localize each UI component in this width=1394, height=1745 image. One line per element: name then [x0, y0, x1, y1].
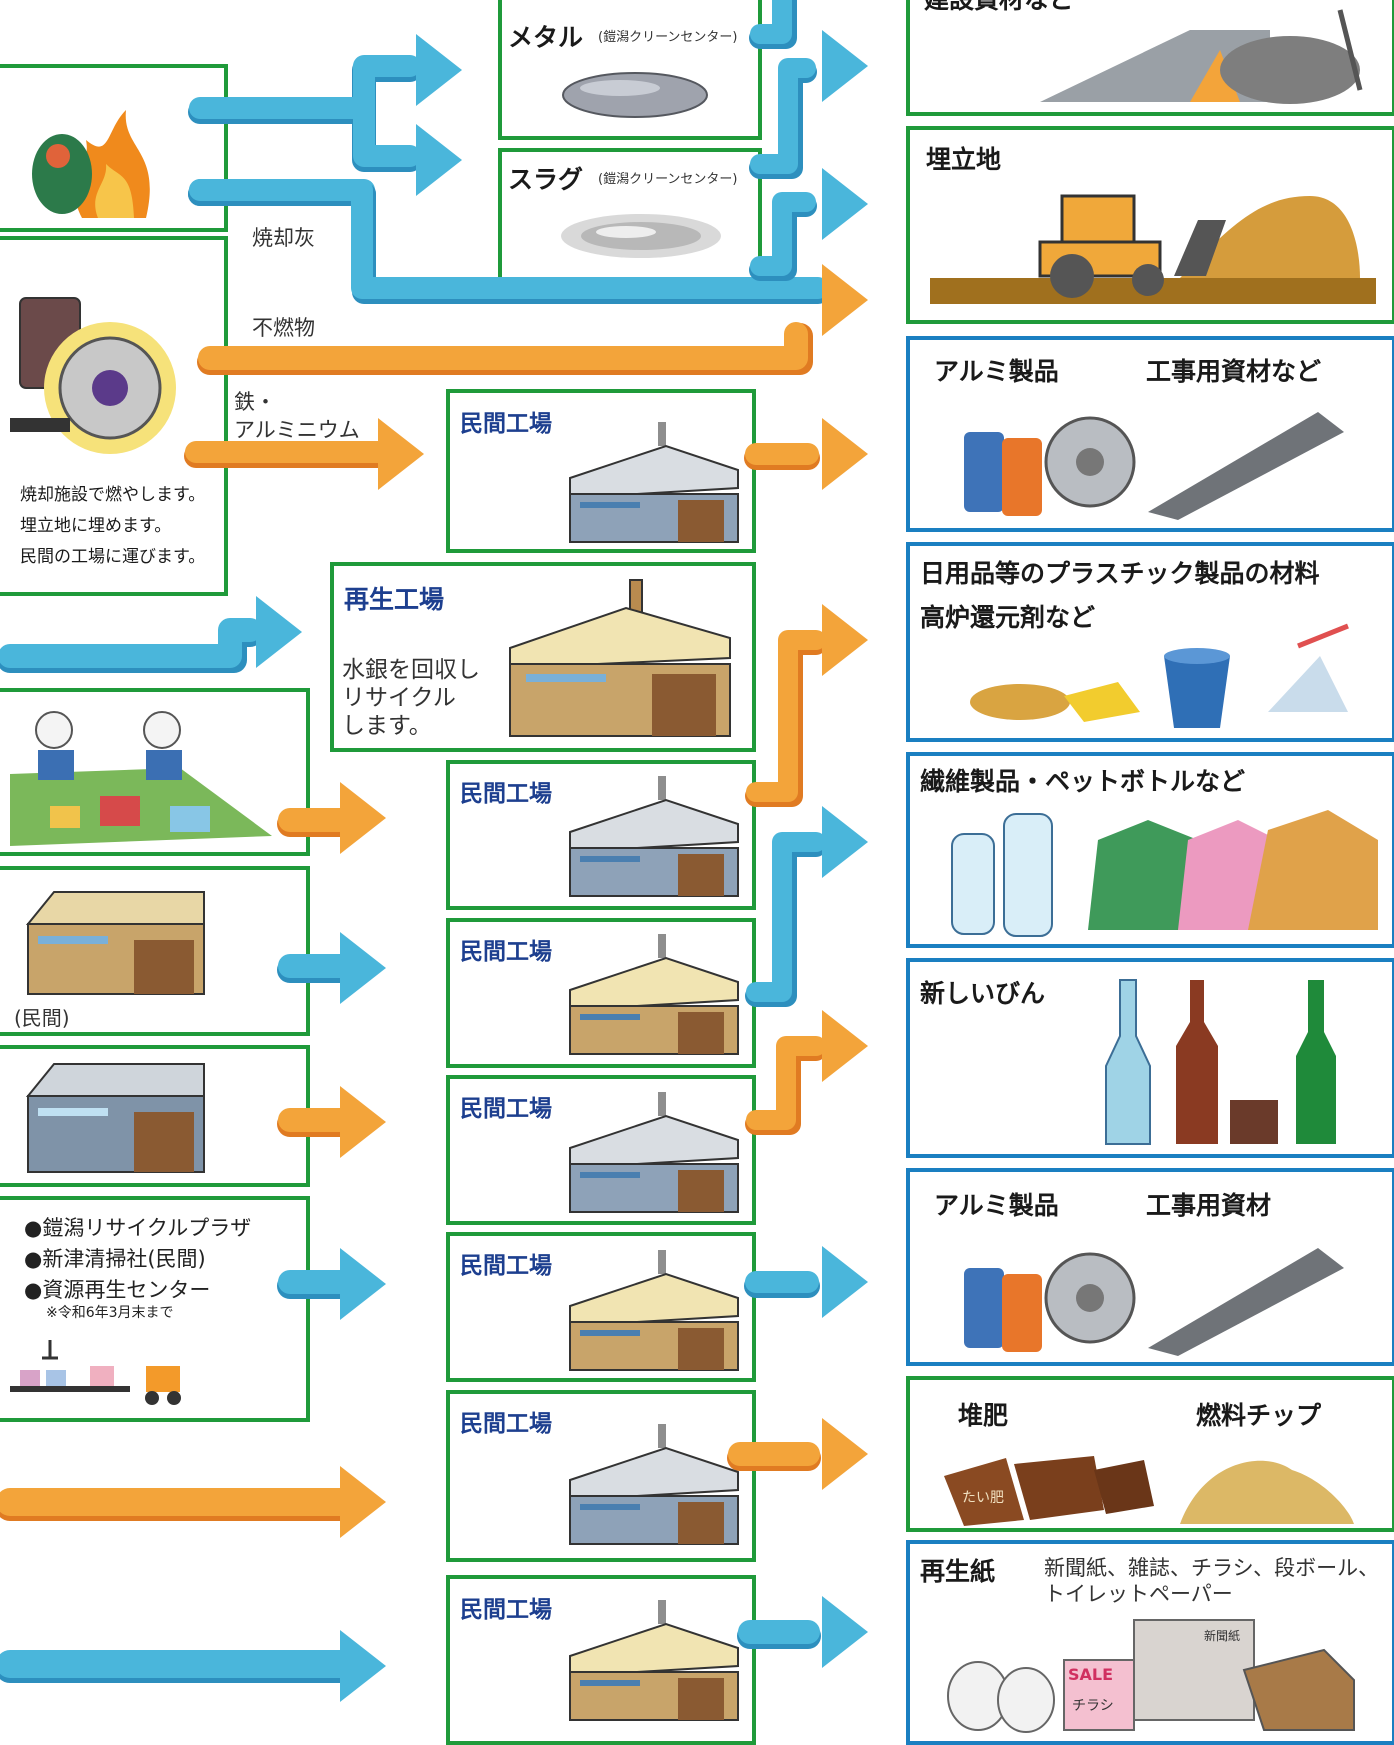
facility-1: ●鎧潟リサイクルプラザ — [24, 1216, 252, 1240]
factory-illustration-4 — [569, 1092, 739, 1213]
recycle-plant-desc-3: します。 — [342, 713, 432, 739]
slag-title: スラグ — [508, 165, 584, 194]
road-construction-illustration — [1040, 9, 1363, 104]
chip-title: 燃料チップ — [1196, 1401, 1322, 1430]
fiber-title: 繊維製品・ペットボトルなど — [920, 767, 1246, 796]
recycle-plant-illustration — [509, 579, 731, 737]
label-nonburnables: 不燃物 — [252, 316, 315, 340]
factory-illustration-7 — [569, 1600, 739, 1721]
compost-title: 堆肥 — [958, 1401, 1009, 1430]
label-iron: 鉄・ — [234, 390, 276, 414]
factory-title-1: 民間工場 — [460, 411, 552, 437]
factory-title-3: 民間工場 — [460, 939, 552, 965]
aluminum-products-illustration-2 — [964, 1248, 1344, 1356]
factory-title-7: 民間工場 — [460, 1597, 552, 1623]
bottles-illustration — [1105, 979, 1336, 1145]
factory-illustration-3 — [569, 934, 739, 1055]
metal-ingot-illustration — [562, 72, 708, 118]
factory-illustration-5 — [569, 1250, 739, 1371]
facility-list: ●鎧潟リサイクルプラザ ●新津清掃社(民間) ●資源再生センター ※令和6年3月… — [24, 1212, 251, 1322]
recycled-paper-illustration: SALE チラシ 新聞紙 — [947, 1619, 1355, 1733]
newspaper-text-label: 新聞紙 — [1204, 1628, 1240, 1643]
landfill-title: 埋立地 — [926, 145, 1002, 174]
facility-3: ●資源再生センター — [24, 1278, 211, 1302]
note-1: 焼却施設で燃やします。 — [20, 485, 206, 505]
paper-sub-1: 新聞紙、雑誌、チラシ、段ボール、 — [1044, 1556, 1380, 1580]
flyer-text-label: チラシ — [1072, 1698, 1114, 1714]
facility-2: ●新津清掃社(民間) — [24, 1247, 206, 1271]
fiber-products-illustration — [951, 810, 1378, 937]
metal-title: メタル — [508, 23, 584, 52]
sorting-workers-illustration — [10, 711, 272, 846]
private-label: (民間) — [14, 1006, 70, 1030]
bulldozer-illustration — [930, 194, 1376, 304]
plastic-title-2: 高炉還元剤など — [920, 603, 1096, 632]
factory-illustration-1 — [569, 422, 739, 543]
plastic-title-1: 日用品等のプラスチック製品の材料 — [920, 559, 1320, 588]
slag-subtitle: (鎧潟クリーンセンター) — [598, 172, 738, 187]
recycle-plant-desc-2: リサイクル — [342, 685, 456, 711]
facility-note: ※令和6年3月末まで — [46, 1305, 174, 1321]
flyer-sale-label: SALE — [1068, 1665, 1113, 1684]
aluminum-1-title-a: アルミ製品 — [934, 357, 1059, 386]
slag-illustration — [561, 214, 721, 258]
recycle-plant-desc-1: 水銀を回収し — [342, 657, 480, 683]
plastic-products-illustration — [970, 623, 1349, 728]
flow-incinerator — [188, 58, 422, 206]
blue-plant-illustration — [25, 1063, 205, 1173]
factory-title-6: 民間工場 — [460, 1411, 552, 1437]
compost-bag-label: たい肥 — [962, 1490, 1004, 1506]
aluminum-products-illustration-1 — [964, 412, 1344, 520]
metal-subtitle: (鎧潟クリーンセンター) — [598, 30, 738, 45]
conveyor-forklift-illustration — [10, 1340, 181, 1405]
factory-title-4: 民間工場 — [460, 1096, 552, 1122]
note-2: 埋立地に埋めます。 — [20, 516, 172, 536]
bottle-title: 新しいびん — [920, 979, 1046, 1008]
aluminum-2-title-b: 工事用資材 — [1146, 1191, 1272, 1220]
incinerator-illustration — [32, 110, 150, 218]
aluminum-2-title-a: アルミ製品 — [934, 1191, 1059, 1220]
note-3: 民間の工場に運びます。 — [20, 547, 206, 567]
factory-illustration-6 — [569, 1424, 739, 1545]
factory-title-5: 民間工場 — [460, 1253, 552, 1279]
recycle-plant-title: 再生工場 — [344, 585, 445, 614]
paper-title: 再生紙 — [920, 1557, 996, 1586]
label-ash: 焼却灰 — [252, 226, 315, 250]
aluminum-1-title-b: 工事用資材など — [1146, 357, 1322, 386]
paper-sub-2: トイレットペーパー — [1044, 1582, 1233, 1606]
crusher-illustration — [10, 297, 176, 454]
crusher-notes: 焼却施設で燃やします。 埋立地に埋めます。 民間の工場に運びます。 — [20, 480, 205, 573]
factory-illustration-2 — [569, 776, 739, 897]
private-plant-illustration — [25, 891, 205, 995]
factory-title-2: 民間工場 — [460, 781, 552, 807]
compost-chip-illustration: たい肥 — [944, 1456, 1354, 1526]
label-aluminium: アルミニウム — [234, 418, 360, 442]
construction-title: 建設資材など — [924, 0, 1074, 16]
